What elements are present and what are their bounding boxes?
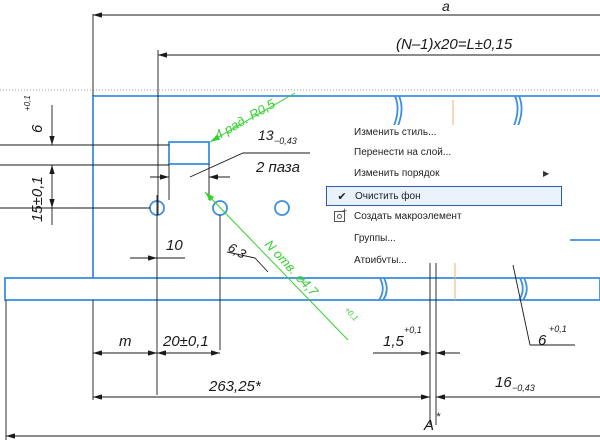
dim-holes-tol: +0,1 xyxy=(343,305,360,323)
dim-6-right-tol: +0,1 xyxy=(549,324,567,334)
dim-16-tol: −0,43 xyxy=(512,383,535,393)
submenu-arrow-icon: ▶ xyxy=(543,169,550,178)
slot-center-marks xyxy=(452,100,456,300)
dim-1-5-tol: +0,1 xyxy=(404,325,422,335)
dim-pitch[interactable]: (N–1)x20=L±0,15 xyxy=(396,36,513,53)
menu-item-label: Очистить фон xyxy=(355,191,421,202)
dim-20[interactable]: 20±0,1 xyxy=(162,333,209,350)
menu-item-label: Создать макроэлемент xyxy=(354,211,462,222)
dimension-lines xyxy=(0,12,600,440)
dim-1-5[interactable]: 1,5 xyxy=(383,333,405,350)
context-menu: Изменить стиль... Перенести на слой... И… xyxy=(326,125,570,263)
menu-item-label: Изменить порядок xyxy=(354,168,440,179)
dim-m[interactable]: m xyxy=(119,333,132,350)
dim-10[interactable]: 10 xyxy=(166,237,183,254)
dim-16[interactable]: 16 xyxy=(495,374,512,391)
dim-6-left[interactable]: 6 xyxy=(29,124,46,133)
dim-a[interactable]: a xyxy=(442,0,450,14)
dim-6-right[interactable]: 6 xyxy=(538,332,547,349)
plus-icon: + xyxy=(342,206,348,216)
menu-item-groups[interactable]: Группы... xyxy=(326,229,562,249)
menu-item-label: Атрибуты... xyxy=(354,255,407,263)
menu-item-clear-background[interactable]: ✔ Очистить фон xyxy=(326,186,562,206)
menu-item-move-to-layer[interactable]: Перенести на слой... xyxy=(326,143,562,163)
dim-6-3[interactable]: 6,3 xyxy=(226,240,250,262)
dim-6-left-tol: +0,1 xyxy=(23,95,32,111)
menu-item-attributes[interactable]: Атрибуты... xyxy=(326,251,562,263)
dim-A-star: * xyxy=(436,411,441,423)
menu-item-change-style[interactable]: Изменить стиль... xyxy=(326,125,562,143)
dim-slot-width-tol: −0,43 xyxy=(274,136,297,146)
macro-element-icon xyxy=(334,211,345,222)
menu-item-label: Изменить стиль... xyxy=(354,127,437,138)
dim-slots-count[interactable]: 2 паза xyxy=(255,159,300,176)
checkmark-icon: ✔ xyxy=(337,191,347,203)
menu-item-change-order[interactable]: Изменить порядок ▶ xyxy=(326,164,562,184)
menu-item-label: Перенести на слой... xyxy=(354,147,452,158)
dim-A[interactable]: A xyxy=(423,417,434,434)
dim-15[interactable]: 15±0,1 xyxy=(29,176,46,222)
dim-holes[interactable]: N отв. ⌀4,7 xyxy=(262,237,322,300)
menu-item-create-macro-element[interactable]: + Создать макроэлемент xyxy=(326,207,562,227)
green-leaders xyxy=(204,92,349,341)
menu-item-label: Группы... xyxy=(354,233,396,244)
dim-263[interactable]: 263,25* xyxy=(208,378,262,395)
dim-slot-width[interactable]: 13 xyxy=(258,127,274,143)
